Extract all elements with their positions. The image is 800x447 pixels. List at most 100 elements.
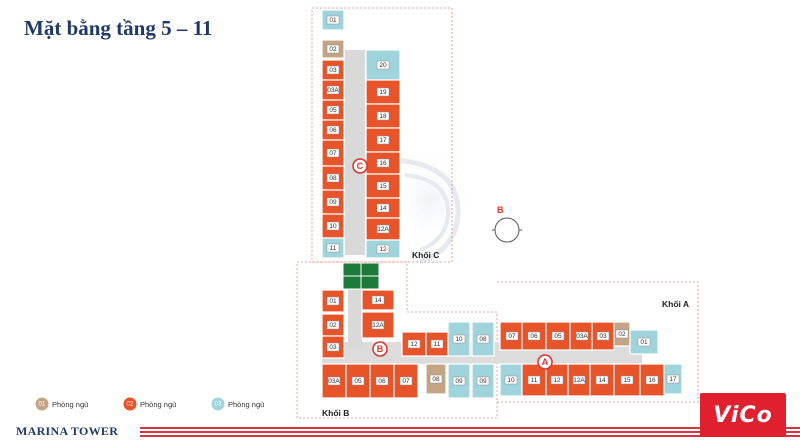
svg-text:15: 15: [379, 183, 387, 190]
block-c-unit-07: 07: [321, 139, 345, 167]
block-b-unit-12: 12: [401, 331, 427, 357]
watermark-logo: [385, 145, 475, 265]
block-a-outline: [497, 281, 699, 403]
svg-text:16: 16: [379, 160, 387, 167]
svg-text:08: 08: [432, 376, 440, 383]
block-a-badge: A: [537, 354, 553, 370]
block-b-label: Khối B: [322, 408, 349, 418]
block-c-unit-15: 15: [365, 173, 401, 199]
block-a-unit-12: 12: [545, 363, 569, 397]
compass-icon: B: [492, 205, 522, 243]
block-b-unit-14: 14: [361, 289, 395, 311]
svg-text:02: 02: [127, 402, 134, 408]
vico-logo: ViCo: [700, 393, 786, 437]
block-c-unit-02: 02: [321, 39, 345, 59]
block-a-label: Khối A: [662, 299, 689, 309]
svg-text:02: 02: [618, 331, 626, 338]
svg-text:08: 08: [479, 336, 487, 343]
block-c-unit-17: 17: [365, 127, 401, 153]
svg-text:14: 14: [598, 377, 606, 384]
svg-text:03A: 03A: [576, 333, 588, 340]
block-c-unit-12A: 12A: [365, 217, 401, 241]
block-a-unit-17: 17: [663, 363, 683, 395]
svg-text:05: 05: [554, 333, 562, 340]
svg-text:11: 11: [330, 245, 337, 252]
block-a-unit-02: 02: [613, 321, 631, 347]
svg-text:02: 02: [329, 322, 337, 329]
block-c-unit-16: 16: [365, 151, 401, 175]
block-c-unit-05: 05: [321, 99, 345, 121]
brand-name: MARINA TOWER: [16, 424, 119, 438]
block-b-unit-07: 07: [393, 363, 419, 399]
svg-text:11: 11: [531, 377, 538, 384]
svg-text:A: A: [542, 357, 549, 367]
svg-text:12: 12: [379, 246, 387, 253]
block-a-unit-16: 16: [639, 363, 665, 397]
block-a-unit-10: 10: [499, 363, 523, 397]
block-b-unit-03A: 03A: [321, 363, 347, 399]
svg-text:17: 17: [379, 137, 387, 144]
block-a-unit-06: 06: [521, 321, 547, 351]
block-c-unit-14: 14: [365, 197, 401, 219]
svg-text:Phòng ngủ: Phòng ngủ: [52, 400, 88, 409]
block-c-outline: [311, 7, 453, 263]
block-a-unit-03: 03: [591, 321, 615, 351]
svg-text:18: 18: [379, 113, 387, 120]
block-b-unit-10: 10: [447, 321, 471, 357]
svg-text:Phòng ngủ: Phòng ngủ: [140, 400, 176, 409]
svg-text:10: 10: [455, 336, 463, 343]
svg-text:06: 06: [329, 127, 337, 134]
block-b-unit-09: 09: [447, 363, 471, 399]
block-a-unit-11: 11: [521, 363, 547, 397]
svg-text:01: 01: [329, 298, 337, 305]
block-c-unit-20: 20: [365, 49, 401, 81]
svg-text:B: B: [377, 344, 384, 354]
svg-text:20: 20: [379, 62, 387, 69]
block-a-unit-03A: 03A: [569, 321, 595, 351]
svg-text:02: 02: [329, 46, 337, 53]
block-c-label: Khối C: [412, 250, 439, 260]
block-a-unit-01: 01: [629, 329, 659, 355]
block-a-unit-12A: 12A: [567, 363, 591, 397]
svg-text:12A: 12A: [372, 322, 384, 329]
block-c-unit-08: 08: [321, 165, 345, 191]
block-c-badge: C: [352, 158, 368, 174]
block-a-unit-07: 07: [499, 321, 525, 351]
svg-text:07: 07: [402, 378, 410, 385]
block-b-unit-03: 03: [321, 335, 345, 359]
svg-text:B: B: [497, 205, 504, 215]
svg-text:12A: 12A: [573, 377, 585, 384]
svg-text:03A: 03A: [328, 378, 340, 385]
block-b-unit-12A: 12A: [361, 311, 395, 339]
block-c-unit-01: 01: [321, 9, 345, 31]
svg-text:10: 10: [507, 377, 515, 384]
svg-text:09: 09: [479, 378, 487, 385]
block-b-unit-01: 01: [321, 289, 345, 313]
block-c-unit-10: 10: [321, 213, 345, 239]
svg-text:C: C: [357, 161, 364, 171]
block-b-unit-08: 08: [471, 321, 495, 357]
page-title: Mặt bằng tầng 5 – 11: [24, 16, 213, 40]
svg-text:01: 01: [640, 339, 648, 346]
svg-text:10: 10: [329, 223, 337, 230]
svg-text:07: 07: [329, 150, 337, 157]
svg-text:11: 11: [434, 341, 441, 348]
legend-item-02: 02 Phòng ngủ: [123, 397, 176, 411]
svg-text:Phòng ngủ: Phòng ngủ: [228, 400, 264, 409]
svg-text:19: 19: [379, 89, 387, 96]
svg-text:05: 05: [329, 107, 337, 114]
block-b-unit-05: 05: [345, 363, 371, 399]
svg-text:16: 16: [648, 377, 656, 384]
block-b-unit-11: 11: [425, 331, 449, 357]
svg-text:03: 03: [329, 344, 337, 351]
block-a-unit-15: 15: [613, 363, 641, 397]
block-c-unit-09: 09: [321, 189, 345, 215]
block-c-unit-12: 12: [365, 239, 401, 259]
svg-text:01: 01: [329, 17, 337, 24]
svg-text:03: 03: [599, 333, 607, 340]
block-c-unit-19: 19: [365, 79, 401, 105]
block-a-unit-14: 14: [589, 363, 615, 397]
